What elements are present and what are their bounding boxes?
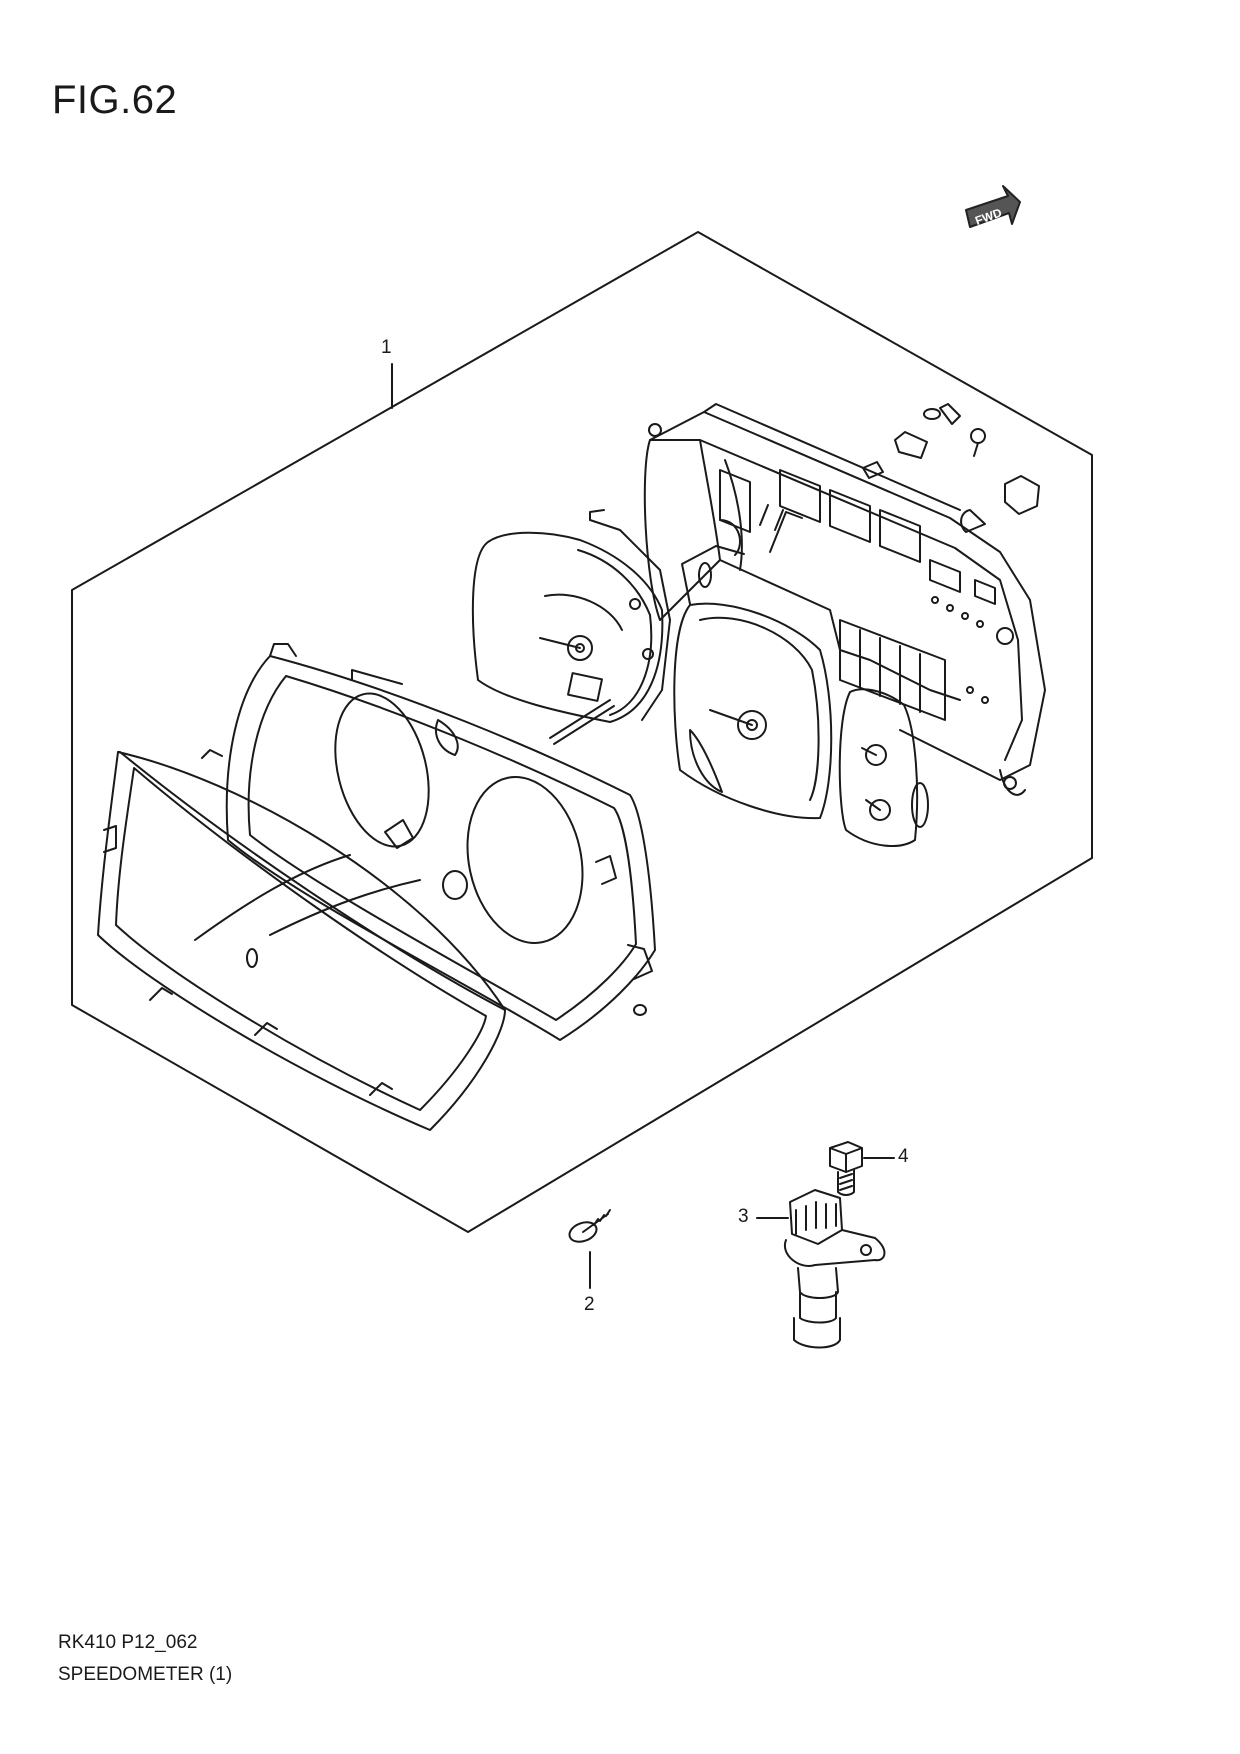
tachometer-meter [471, 509, 671, 745]
part-4-bolt [829, 1141, 895, 1196]
callout-2: 2 [584, 1294, 595, 1315]
bulb-and-socket-set [862, 403, 1040, 533]
speedometer-meter [673, 545, 833, 820]
callout-1: 1 [381, 337, 392, 358]
section-name: SPEEDOMETER (1) [58, 1664, 233, 1685]
bezel-opening-left [334, 692, 430, 848]
model-code: RK410 P12_062 [58, 1632, 198, 1653]
callout-3: 3 [738, 1206, 749, 1227]
callout-4: 4 [898, 1146, 909, 1167]
sub-gauge-plate [838, 688, 929, 847]
assembly-frame [71, 231, 1093, 1233]
cluster-bezel [225, 643, 656, 1041]
part-3-speed-sensor [756, 1189, 886, 1349]
cluster-lens [97, 749, 506, 1131]
fwd-arrow-icon: FWD [965, 185, 1021, 228]
figure-title: FIG.62 [52, 78, 178, 122]
cluster-rear-case [643, 403, 1046, 796]
part-2-screw [568, 1209, 611, 1289]
bezel-opening-right [466, 776, 584, 944]
